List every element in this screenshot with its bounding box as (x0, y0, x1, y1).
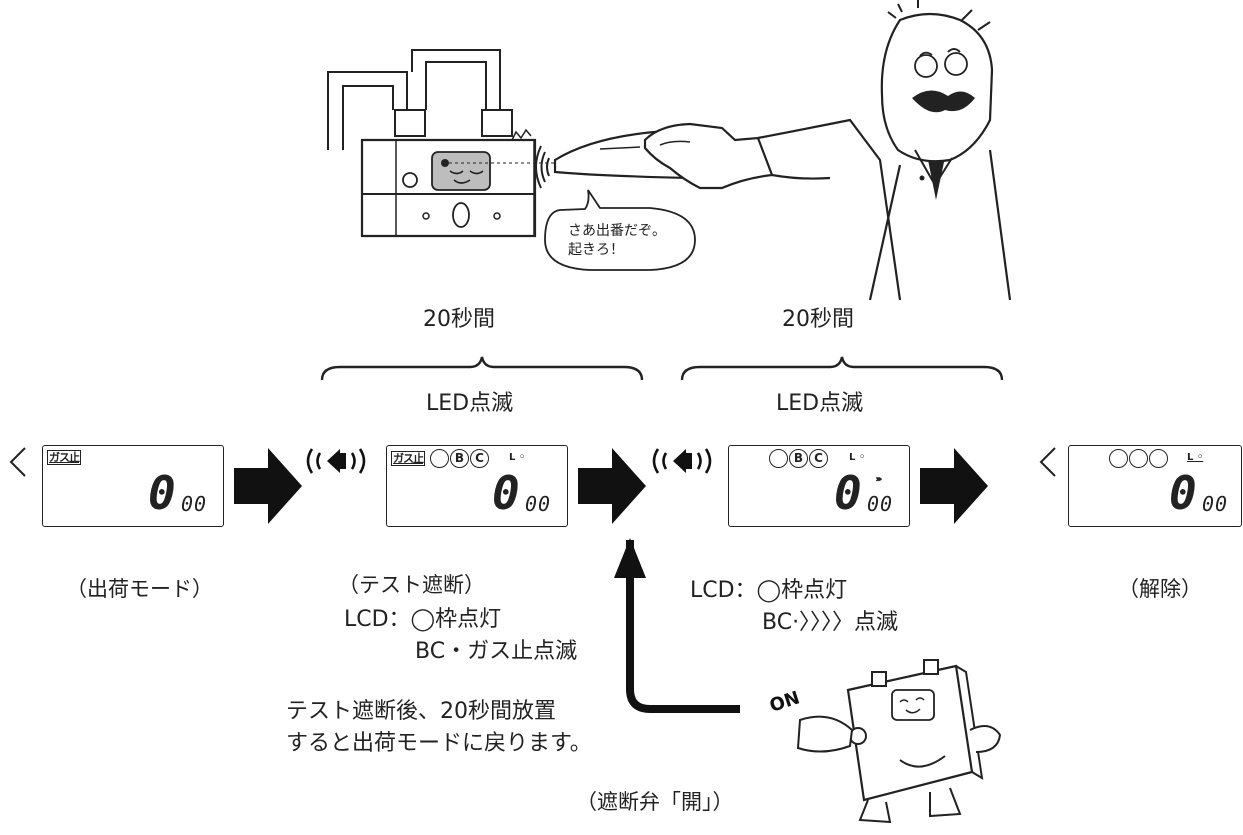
lcd-circle-c: C (470, 449, 489, 468)
return-note-line1: テスト遮断後、20秒間放置 (286, 699, 556, 724)
phase2-duration: 20秒間 (782, 307, 854, 332)
caption-test-shutoff-lcd: LCD：◯枠点灯 (344, 607, 502, 632)
phase2-led: LED点滅 (776, 391, 864, 416)
on-label: ON (767, 687, 802, 716)
lcd-circle-b: B (450, 449, 469, 468)
lcd-indicator: L ◦ (509, 452, 526, 463)
lcd-panel-test-shutoff: ガス止 B C L ◦ 0 00 (386, 445, 568, 527)
lcd-chevrons: ›››› (875, 474, 883, 485)
lcd-panel-shipping: ガス止 0 00 (42, 445, 224, 527)
lcd-circle-blank (1109, 449, 1128, 468)
lcd-sub-digits: 00 (1202, 492, 1229, 516)
lcd-circle-blank (1149, 449, 1168, 468)
lcd-panel-release: L ◦ 0 00 (1068, 445, 1242, 527)
return-note-line2: すると出荷モードに戻ります。 (286, 731, 592, 756)
lcd-circle-blank (1129, 449, 1148, 468)
speech-bubble-line1: さあ出番だぞ。 (568, 223, 666, 239)
lcd-circle-blank (769, 449, 788, 468)
lcd-sub-digits: 00 (867, 492, 894, 516)
lcd-circle-c: C (809, 449, 828, 468)
flow-arrow-2 (578, 448, 646, 524)
gas-meter-illustration (327, 0, 1012, 301)
sound-signal-icon (652, 448, 712, 474)
caption-test-shutoff-title: （テスト遮断） (338, 573, 485, 597)
caption-test-shutoff-blink: BC・ガス止点滅 (415, 639, 578, 664)
lcd-main-digit: 0 (1169, 466, 1197, 520)
caption-phase2-lcd: LCD：◯枠点灯 (690, 578, 848, 603)
caption-valve-open: （遮断弁「開」） (576, 790, 734, 814)
meter-character-illustration: ON (767, 659, 1002, 824)
lcd-main-digit: 0 (148, 466, 176, 520)
prev-indicator-icon (9, 447, 26, 477)
gas-stop-label: ガス止 (391, 451, 425, 466)
gas-stop-label: ガス止 (47, 450, 81, 465)
caption-shipping: （出荷モード） (66, 577, 213, 601)
return-arrow (614, 538, 740, 713)
lcd-circle-b: B (789, 449, 808, 468)
lcd-sub-digits: 00 (181, 492, 208, 516)
lcd-indicator: L ◦ (1187, 452, 1204, 463)
lcd-circle-blank (430, 449, 449, 468)
phase1-duration: 20秒間 (423, 307, 495, 332)
caption-phase2-blink: BC·〉〉〉〉点滅 (762, 610, 899, 635)
phase-braces (320, 356, 1004, 381)
lcd-panel-phase2: B C L ◦ ›››› 0 00 (728, 445, 910, 527)
sound-signal-icon (306, 448, 366, 474)
phase1-led: LED点滅 (426, 391, 514, 416)
lcd-main-digit: 0 (492, 466, 520, 520)
flow-arrow-3 (920, 448, 988, 524)
flow-arrow-1 (234, 448, 302, 524)
speech-bubble-line2: 起きろ！ (568, 242, 624, 258)
lcd-sub-digits: 00 (525, 492, 552, 516)
prev-indicator-icon (1039, 447, 1056, 477)
caption-release: （解除） (1118, 577, 1202, 601)
lcd-main-digit: 0 (834, 466, 862, 520)
lcd-indicator: L ◦ (849, 452, 866, 463)
